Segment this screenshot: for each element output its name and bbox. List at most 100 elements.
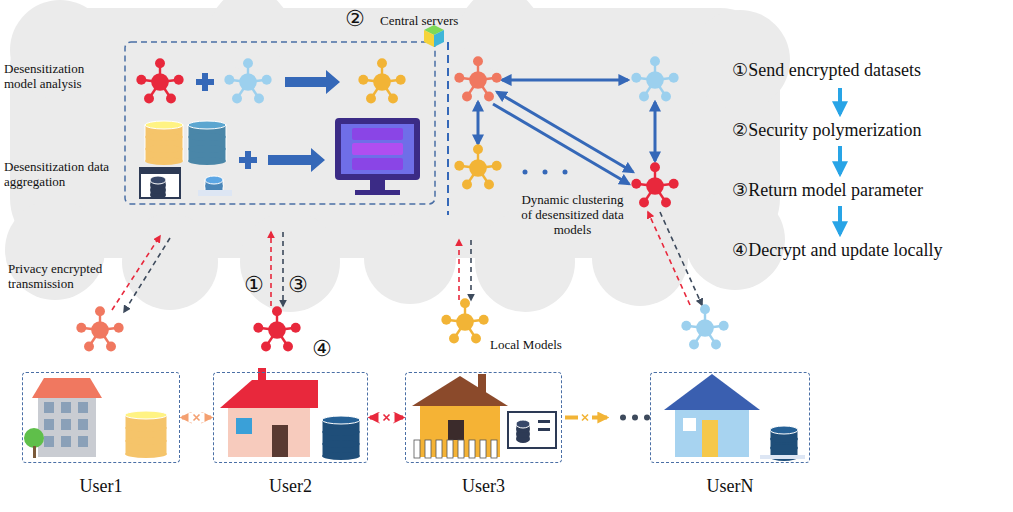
server-region xyxy=(125,42,435,204)
model-icon xyxy=(358,58,405,103)
tree xyxy=(24,428,44,448)
model-unit xyxy=(155,58,165,68)
window xyxy=(44,419,54,430)
model-unit xyxy=(689,340,699,350)
section-label: Local Models xyxy=(490,338,590,353)
model-unit xyxy=(291,323,301,333)
roof xyxy=(412,376,508,406)
monitor-line xyxy=(538,428,550,431)
door xyxy=(272,425,288,457)
ellipsis-dot xyxy=(523,170,528,175)
section-label: Desensitization data aggregation xyxy=(4,160,112,190)
link-line xyxy=(282,232,284,306)
screen xyxy=(341,124,414,174)
model-unit xyxy=(449,334,459,344)
model-unit xyxy=(462,180,472,190)
db-top xyxy=(150,176,166,184)
window xyxy=(78,436,88,447)
window xyxy=(236,418,252,434)
model-icon xyxy=(631,162,678,207)
db-bottom xyxy=(770,435,798,443)
cloud xyxy=(5,0,790,312)
db-bottom xyxy=(188,133,226,141)
flow-arrow xyxy=(285,70,340,94)
fence xyxy=(469,440,475,458)
fence xyxy=(491,440,497,458)
link-cross xyxy=(384,415,390,421)
window xyxy=(61,436,71,447)
model-icon xyxy=(253,306,300,351)
cloud-bump xyxy=(122,214,218,310)
model-unit xyxy=(441,315,451,325)
model-unit xyxy=(639,198,649,208)
roof xyxy=(664,374,760,410)
link-line xyxy=(838,146,842,174)
separator xyxy=(447,42,449,215)
model-unit xyxy=(473,56,483,66)
model-icon xyxy=(454,56,501,101)
house-body xyxy=(675,405,749,457)
db-bottom xyxy=(322,440,360,448)
roof xyxy=(220,380,318,408)
model-core xyxy=(151,73,169,91)
model-unit xyxy=(261,342,271,352)
model-unit xyxy=(396,75,406,85)
window-icon xyxy=(140,168,180,198)
model-unit xyxy=(454,73,464,83)
link-line xyxy=(112,236,160,310)
model-unit xyxy=(253,323,263,333)
server-icon xyxy=(335,118,420,195)
model-unit xyxy=(76,323,86,333)
window-frame xyxy=(140,168,180,198)
model-unit xyxy=(262,75,272,85)
cube-right xyxy=(434,30,444,47)
house-body xyxy=(228,405,310,457)
flow-arrow xyxy=(268,148,325,172)
db-top xyxy=(125,411,167,419)
model-core xyxy=(373,73,391,91)
model-unit xyxy=(479,315,489,325)
model-unit xyxy=(639,92,649,102)
model-icon xyxy=(631,56,678,101)
db-top xyxy=(770,426,798,434)
model-unit xyxy=(144,94,154,104)
db-top xyxy=(205,176,223,184)
database-icon xyxy=(150,176,166,199)
model-unit xyxy=(366,94,376,104)
model-unit xyxy=(492,73,502,83)
link-cross xyxy=(194,415,200,421)
model-core xyxy=(469,71,487,89)
db-bottom xyxy=(125,424,167,432)
model-unit xyxy=(232,94,242,104)
chimney xyxy=(258,368,266,382)
model-icon xyxy=(454,144,501,189)
model-core xyxy=(91,321,109,339)
link-gap xyxy=(379,413,395,423)
link-line xyxy=(654,102,657,161)
database-icon xyxy=(322,416,360,460)
model-unit xyxy=(106,342,116,352)
db-top xyxy=(145,121,183,129)
model-icon xyxy=(681,304,728,349)
cloud-bump xyxy=(460,0,540,70)
model-unit xyxy=(471,334,481,344)
model-unit xyxy=(166,94,176,104)
model-unit xyxy=(484,180,494,190)
link-line xyxy=(477,102,480,144)
base xyxy=(355,190,400,195)
model-unit xyxy=(174,75,184,85)
link-line xyxy=(838,88,842,114)
model-unit xyxy=(254,94,264,104)
ellipsis-dot xyxy=(632,415,638,421)
window xyxy=(78,402,88,413)
model-unit xyxy=(454,161,464,171)
database-icon xyxy=(188,121,226,165)
window-bar xyxy=(140,168,180,174)
cloud-bump xyxy=(210,0,290,70)
stand xyxy=(370,180,385,190)
model-unit xyxy=(388,94,398,104)
link-line xyxy=(470,240,472,300)
db-bottom xyxy=(145,145,183,153)
model-unit xyxy=(719,321,729,331)
